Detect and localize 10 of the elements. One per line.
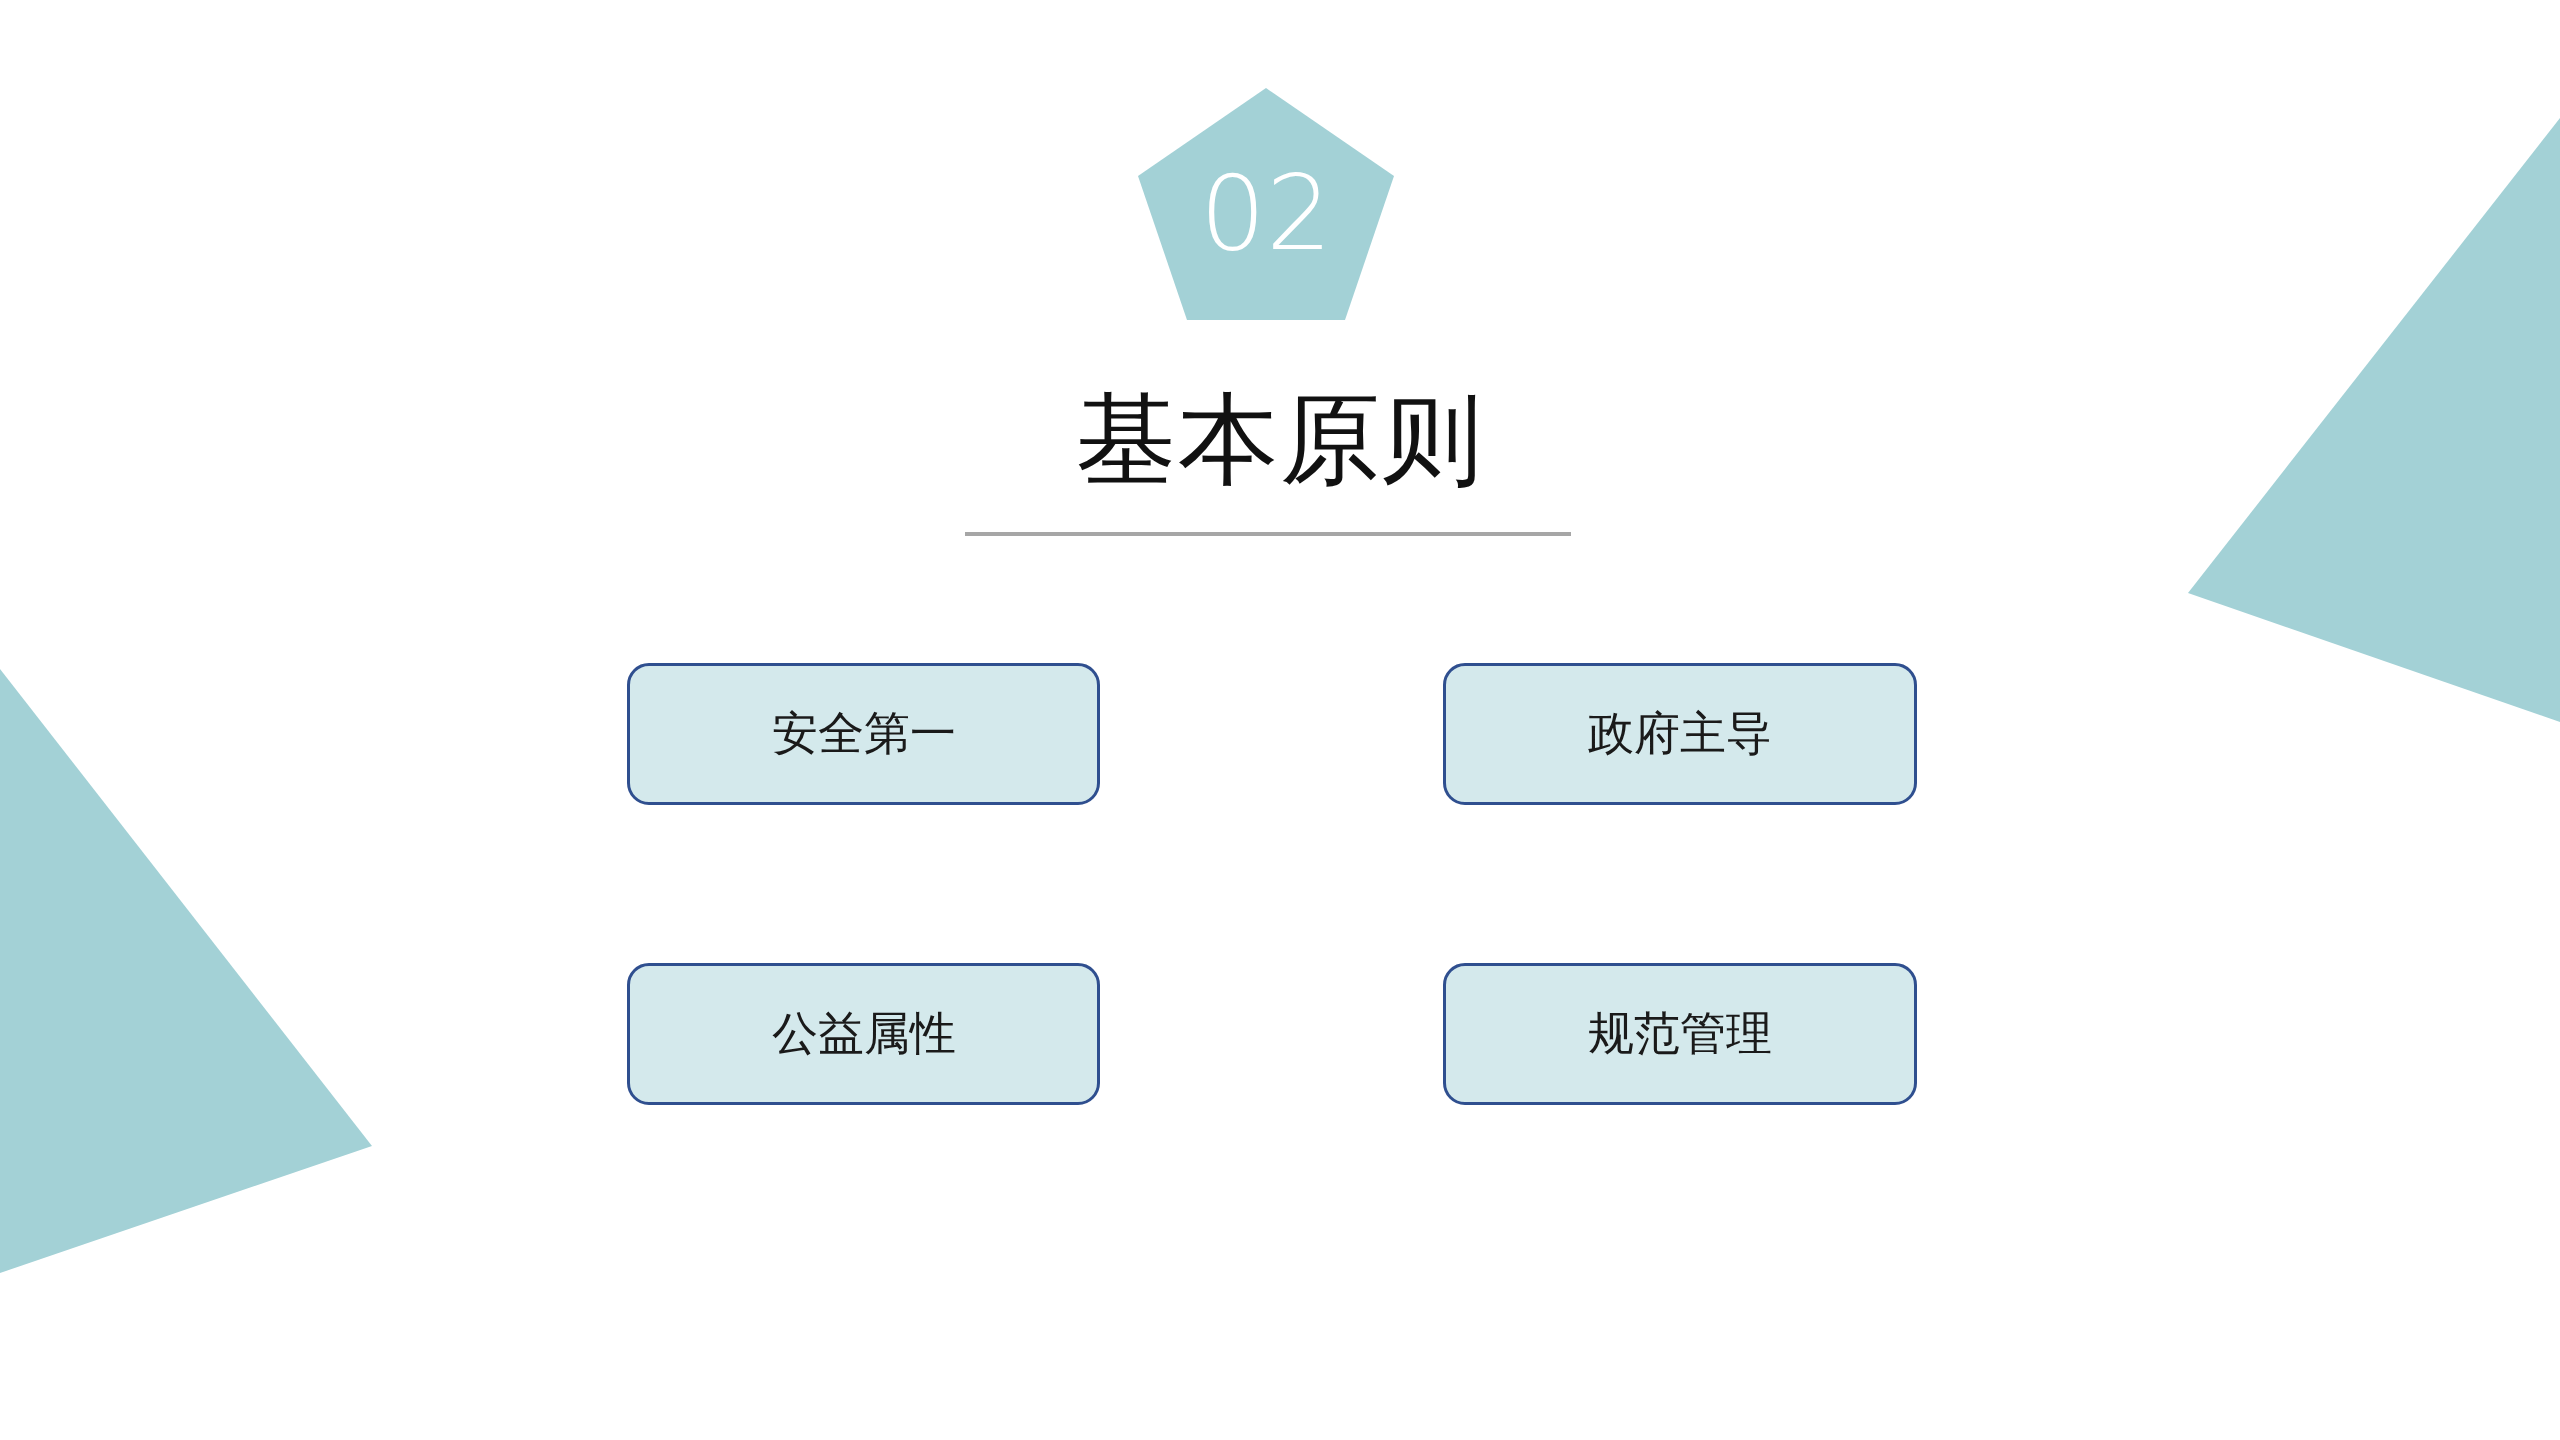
principle-box bbox=[627, 963, 1100, 1105]
principle-box bbox=[1443, 963, 1917, 1105]
principle-box bbox=[627, 663, 1100, 805]
principle-box bbox=[1443, 663, 1917, 805]
principle-text: 安全第一 bbox=[771, 706, 956, 762]
section-number: 02 bbox=[1199, 151, 1333, 265]
principle-text: 公益属性 bbox=[771, 1006, 956, 1062]
principle-text: 规范管理 bbox=[1588, 1006, 1772, 1062]
title: 基本原则 bbox=[1075, 380, 1485, 500]
principle-text: 政府主导 bbox=[1588, 706, 1772, 762]
